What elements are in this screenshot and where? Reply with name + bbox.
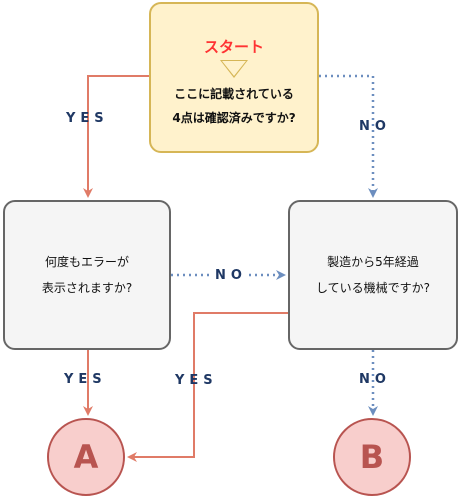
question-left-line-2: 表示されますか? bbox=[41, 281, 133, 295]
question-right-line-1: 製造から5年経過 bbox=[327, 255, 419, 269]
yes-connector-start-to-left bbox=[83, 75, 149, 198]
down-triangle-icon bbox=[220, 59, 248, 78]
start-question-line-1: ここに記載されている bbox=[174, 86, 294, 101]
yes-label-right-to-a: YES bbox=[175, 373, 218, 388]
result-a: A bbox=[47, 418, 125, 496]
no-connector-start-to-right bbox=[319, 74, 378, 198]
question-left-line-1: 何度もエラーが bbox=[44, 255, 129, 269]
no-label-left-to-right: NO bbox=[213, 268, 249, 283]
question-machine-age: 製造から5年経過 している機械ですか? bbox=[288, 200, 458, 350]
yes-connector-right-to-a bbox=[127, 312, 288, 462]
start-title: スタート bbox=[203, 37, 264, 56]
yes-label-left-to-a: YES bbox=[64, 372, 107, 387]
yes-label-start-left: YES bbox=[66, 111, 109, 126]
question-repeated-errors: 何度もエラーが 表示されますか? bbox=[3, 200, 171, 350]
no-label-right-to-b: NO bbox=[359, 372, 391, 387]
start-question-line-2: 4点は確認済みですか? bbox=[172, 110, 296, 125]
start-node: スタート ここに記載されている 4点は確認済みですか? bbox=[149, 2, 319, 153]
no-label-start-right: NO bbox=[359, 119, 391, 134]
result-b: B bbox=[333, 418, 411, 496]
question-right-line-2: している機械ですか? bbox=[315, 281, 430, 295]
